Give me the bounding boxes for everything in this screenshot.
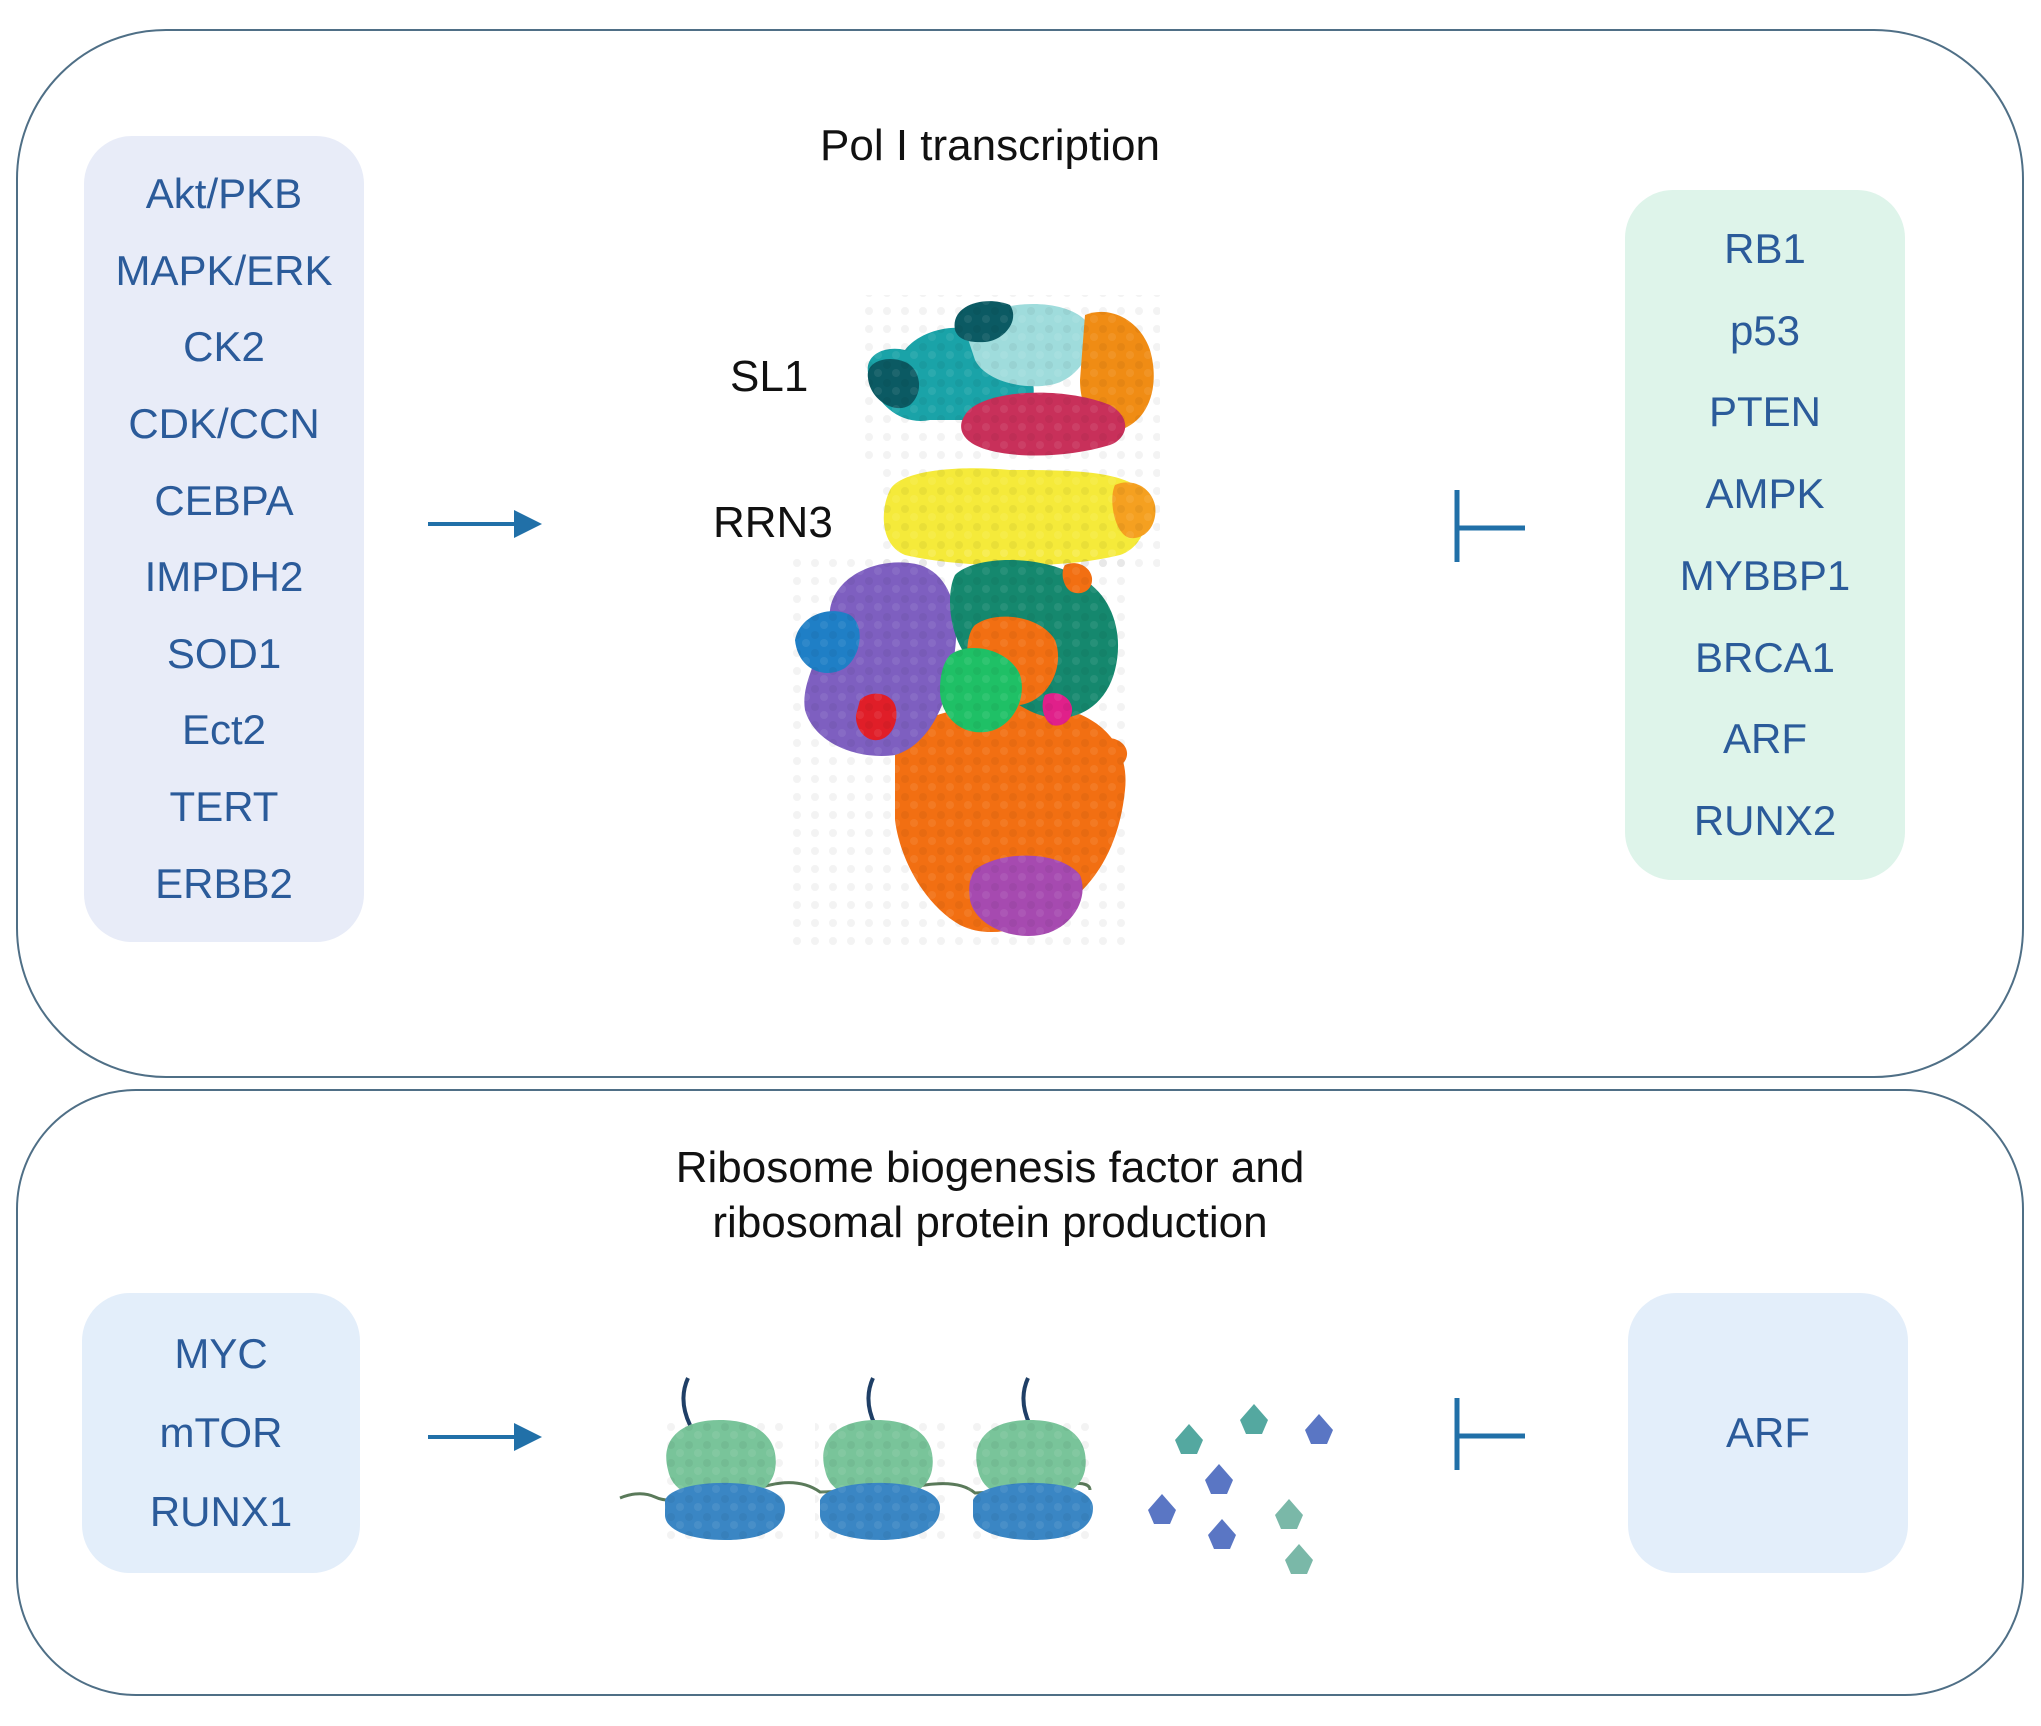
activator-gene: ERBB2 xyxy=(155,859,293,907)
repressor-gene: MYBBP1 xyxy=(1679,551,1851,599)
pol1-complex-icon xyxy=(790,550,1135,945)
right-arrow-icon xyxy=(428,1423,542,1451)
title-line: Ribosome biogenesis factor and xyxy=(675,1143,1305,1192)
activator-gene: MYC xyxy=(174,1330,268,1378)
title-line: ribosomal protein production xyxy=(712,1198,1268,1247)
activator-gene: mTOR xyxy=(159,1408,283,1456)
label-rrn3: RRN3 xyxy=(713,498,833,547)
activator-gene: CDK/CCN xyxy=(128,400,320,448)
inhibition-bar-icon xyxy=(1454,1398,1525,1470)
activator-gene: CK2 xyxy=(183,323,265,371)
activator-gene: RUNX1 xyxy=(149,1487,293,1535)
repressor-gene: BRCA1 xyxy=(1694,633,1836,681)
repressor-gene: ARF xyxy=(1726,1409,1810,1456)
panel-title-ribosome-biogenesis: Ribosome biogenesis factor and ribosomal… xyxy=(560,1140,1420,1250)
activator-gene: TERT xyxy=(169,783,279,831)
repressors-box-pol1: RB1 p53 PTEN AMPK MYBBP1 BRCA1 ARF RUNX2 xyxy=(1625,190,1905,880)
ribosome-icon xyxy=(968,1377,1098,1543)
ribosome-icon xyxy=(815,1377,945,1543)
repressors-box-ribosome: ARF xyxy=(1628,1293,1908,1573)
activator-gene: CEBPA xyxy=(154,476,294,524)
inhibition-bar-icon xyxy=(1454,490,1525,562)
repressor-gene: p53 xyxy=(1729,306,1801,354)
right-arrow-icon xyxy=(428,510,542,538)
activator-gene: Ect2 xyxy=(181,706,267,754)
activator-gene: SOD1 xyxy=(166,629,282,677)
ribosomal-proteins-icon xyxy=(1148,1404,1333,1574)
activators-box-ribosome: MYC mTOR RUNX1 xyxy=(82,1293,360,1573)
ribosome-icon xyxy=(660,1377,790,1543)
panel-ribosome-biogenesis xyxy=(16,1089,2024,1696)
repressor-gene: RB1 xyxy=(1724,224,1806,272)
sl1-complex-icon xyxy=(860,295,1160,460)
activators-box-pol1: Akt/PKB MAPK/ERK CK2 CDK/CCN CEBPA IMPDH… xyxy=(84,136,364,942)
panel-title-pol1: Pol I transcription xyxy=(820,121,1160,170)
activator-gene: IMPDH2 xyxy=(144,553,304,601)
repressor-gene: PTEN xyxy=(1708,388,1821,436)
repressor-gene: ARF xyxy=(1723,715,1807,763)
activator-gene: Akt/PKB xyxy=(145,170,303,218)
label-sl1: SL1 xyxy=(730,352,809,401)
repressor-gene: AMPK xyxy=(1705,470,1825,518)
repressor-gene: RUNX2 xyxy=(1693,797,1837,845)
activator-gene: MAPK/ERK xyxy=(115,246,333,294)
